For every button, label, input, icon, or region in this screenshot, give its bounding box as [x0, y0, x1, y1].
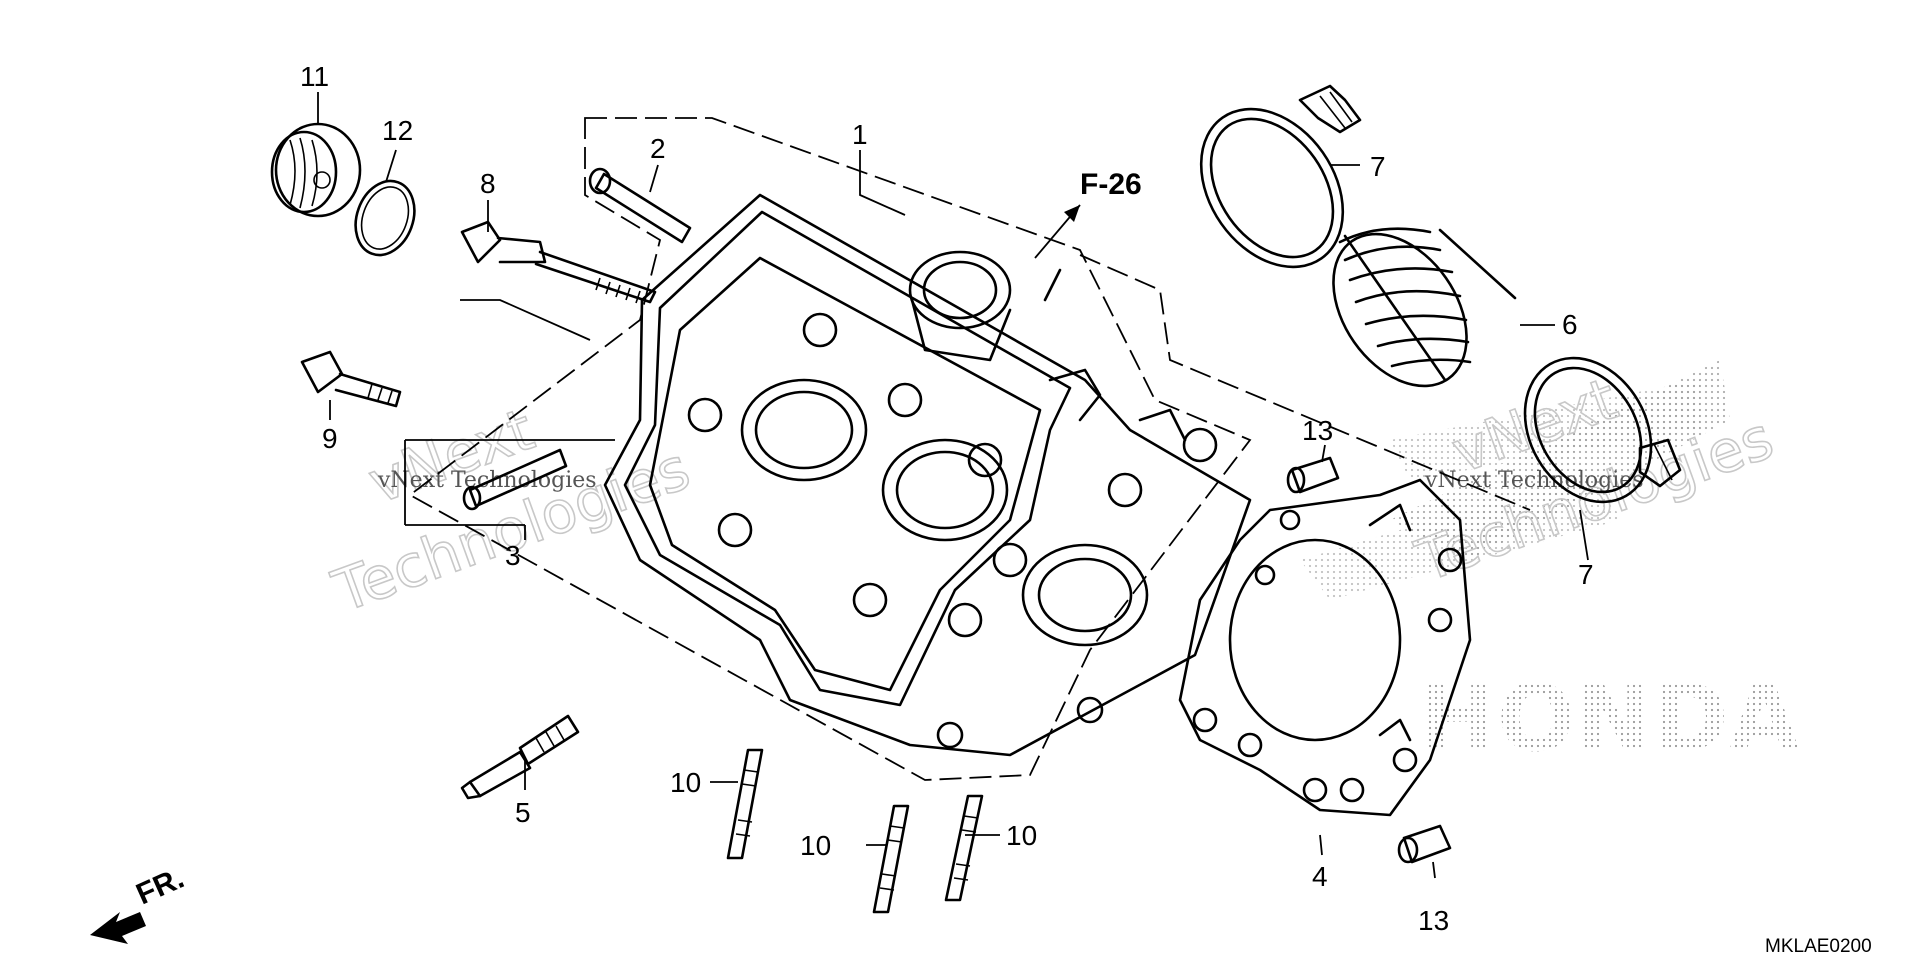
callout-7-top: 7	[1370, 151, 1386, 182]
part-bolt-8	[460, 220, 657, 304]
part-cap	[270, 122, 362, 218]
part-spark-plug	[460, 714, 580, 800]
callout-9: 9	[322, 423, 338, 454]
part-hose-clamp-top	[1199, 84, 1362, 269]
watermark-right-inline: vNext Technologies	[1424, 468, 1644, 493]
reference-label: F-26	[1080, 168, 1142, 201]
callout-5: 5	[515, 797, 531, 828]
reference-arrow	[1034, 204, 1081, 259]
callout-13-top: 13	[1302, 415, 1333, 446]
gasket-boundary	[1079, 254, 1531, 511]
callout-10-middle: 10	[800, 830, 831, 861]
part-o-ring	[354, 179, 416, 257]
part-head-gasket	[1178, 478, 1472, 817]
part-stud-10-right	[944, 794, 984, 902]
part-dowel-2	[588, 167, 692, 244]
callout-labels: 11 12 8 9 2 1 7 6 7 13 4 13 5 10 10 10 3	[300, 61, 1594, 936]
callout-7-right: 7	[1578, 559, 1594, 590]
callout-10-left: 10	[670, 767, 701, 798]
part-cylinder-head	[603, 193, 1252, 757]
leader-lines	[317, 92, 1589, 879]
cylinder-head-boundary	[408, 117, 1252, 781]
callout-13-bottom: 13	[1418, 905, 1449, 936]
diagram-code: MKLAE0200	[1765, 936, 1872, 957]
part-dowel-13-top	[1286, 456, 1340, 494]
part-pipe-3	[462, 448, 568, 511]
callout-6: 6	[1562, 309, 1578, 340]
brand-watermark-text: HONDA	[1420, 665, 1800, 772]
part-dowel-13-bottom	[1397, 824, 1452, 864]
callout-4: 4	[1312, 861, 1328, 892]
callout-2: 2	[650, 133, 666, 164]
part-bolt-9	[300, 350, 402, 408]
callout-12: 12	[382, 115, 413, 146]
callout-3: 3	[505, 540, 521, 571]
part-intake-boot	[1332, 227, 1517, 388]
part-stud-10-middle	[872, 804, 910, 914]
part-intake-port	[908, 250, 1062, 362]
part-stud-10-left	[726, 748, 764, 860]
front-label: FR.	[131, 862, 189, 912]
callout-8: 8	[480, 168, 496, 199]
callout-11: 11	[300, 61, 329, 92]
part-hose-clamp-right	[1523, 356, 1682, 504]
callout-10-right: 10	[1006, 820, 1037, 851]
watermark-left-inline: vNext Technologies	[377, 468, 597, 493]
front-arrow	[90, 912, 146, 944]
callout-1: 1	[852, 119, 868, 150]
